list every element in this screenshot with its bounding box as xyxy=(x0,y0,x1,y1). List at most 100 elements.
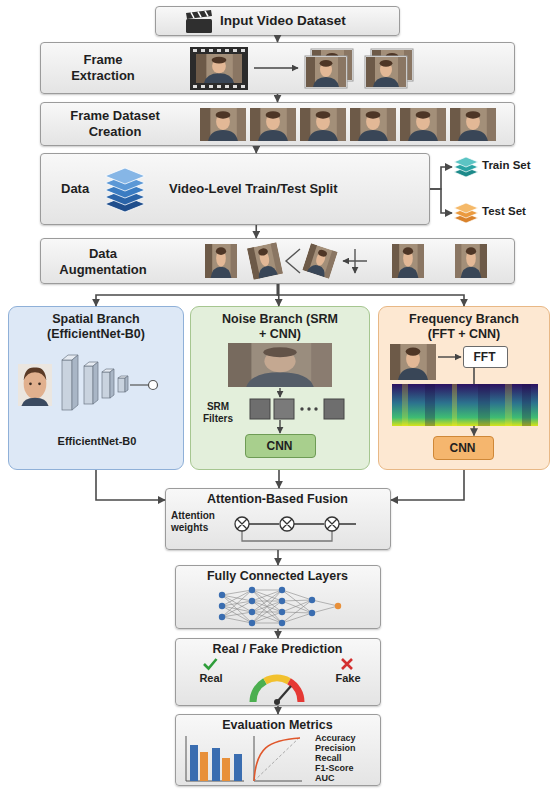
frequency-illustration xyxy=(505,384,512,426)
neural-network-illustration xyxy=(249,587,255,593)
flow-arrow xyxy=(277,36,279,42)
flow-arrow xyxy=(96,284,278,306)
input-box: Input Video Dataset xyxy=(155,6,400,36)
attention-multipliers xyxy=(280,517,294,531)
neural-network-illustration xyxy=(249,620,255,626)
text-slot: Video-Level Train/Test Split xyxy=(169,181,419,197)
text-slot: Data Augmentation xyxy=(53,246,153,277)
augmentation-images xyxy=(392,244,424,278)
node-sublabel: Precision xyxy=(315,743,377,754)
flow-arrow xyxy=(430,189,452,213)
flow-arrow xyxy=(430,167,452,189)
data-stack-icon xyxy=(105,182,145,198)
text-slot: Attention-Based Fusion xyxy=(166,492,389,507)
flow-arrow xyxy=(473,368,475,436)
efficientnet-illustration xyxy=(149,381,158,390)
node-sublabel: Fake xyxy=(326,672,370,685)
text-slot: Frame Dataset Creation xyxy=(47,108,183,139)
flow-arrow xyxy=(278,470,280,488)
branch-panel: Spatial Branch (EfficientNet-B0)Efficien… xyxy=(8,306,184,470)
flow-arrow xyxy=(391,470,464,500)
noise-illustration xyxy=(314,407,317,410)
metrics-charts xyxy=(234,754,242,781)
node-label: Train Set xyxy=(482,159,550,173)
layer-box: FFT xyxy=(463,346,508,368)
node-label: Frame Extraction xyxy=(53,52,153,83)
prediction-gauge xyxy=(204,659,352,705)
augmentation-images xyxy=(302,243,337,278)
node-label: FFT xyxy=(464,350,506,364)
split-box: Data Video-Level Train/Test Split xyxy=(40,153,430,225)
noise-illustration xyxy=(250,399,270,419)
frame-thumbnails xyxy=(450,108,496,141)
text-slot: Frequency Branch (FFT + CNN) xyxy=(394,312,534,342)
text-slot: Attention weights xyxy=(171,510,225,534)
frequency-illustration xyxy=(522,384,531,426)
node-sublabel: Real xyxy=(189,672,233,685)
efficientnet-illustration xyxy=(125,376,128,392)
neural-network-illustration xyxy=(222,590,338,623)
metrics-charts xyxy=(186,736,302,781)
process-box: Frame Extraction xyxy=(40,42,515,94)
attention-multipliers xyxy=(249,523,356,524)
attention-multipliers xyxy=(325,517,339,531)
node-label: Spatial Branch (EfficientNet-B0) xyxy=(26,312,166,342)
neural-network-illustration xyxy=(335,603,341,609)
neural-network-illustration xyxy=(309,597,315,603)
film-strip xyxy=(193,49,245,88)
flow-arrow xyxy=(255,225,257,238)
node-sublabel: SRM Filters xyxy=(192,401,244,425)
metrics-charts xyxy=(212,748,220,781)
frame-stack xyxy=(312,50,352,80)
frame-stack xyxy=(311,49,353,81)
connector-group xyxy=(96,36,474,714)
node-sublabel: Attention weights xyxy=(171,510,225,534)
text-slot: CNN xyxy=(246,439,314,453)
metrics-charts xyxy=(254,737,300,781)
augmentation-images xyxy=(247,242,283,280)
augmentation-images xyxy=(455,244,487,278)
node-sublabel: F1-Score xyxy=(315,763,377,774)
process-box: Data Augmentation xyxy=(40,238,515,284)
text-slot: Data xyxy=(61,181,101,197)
node-label: Evaluation Metrics xyxy=(176,718,379,733)
frequency-illustration xyxy=(392,384,538,426)
text-slot: Test Set xyxy=(482,205,550,219)
flow-arrow xyxy=(96,470,165,500)
node-label: Real / Fake Prediction xyxy=(176,642,379,657)
frequency-illustration xyxy=(452,384,457,426)
frequency-illustration xyxy=(402,384,408,426)
efficientnet-illustration xyxy=(84,366,93,404)
branch-panel: Frequency Branch (FFT + CNN)FFTCNN xyxy=(378,306,550,470)
data-stack-icon xyxy=(105,189,145,205)
text-slot: Evaluation Metrics xyxy=(176,718,379,733)
frequency-illustration xyxy=(390,344,538,426)
clapper-icon xyxy=(191,11,208,18)
frame-stack xyxy=(305,56,347,88)
noise-illustration xyxy=(228,343,344,433)
process-box: Fully Connected Layers xyxy=(175,565,381,629)
efficientnet-illustration xyxy=(102,369,114,372)
node-label: Attention-Based Fusion xyxy=(166,492,389,507)
efficientnet-illustration xyxy=(93,362,98,404)
test-stack-icon xyxy=(454,213,478,223)
text-slot: Frame Extraction xyxy=(53,52,153,83)
neural-network-illustration xyxy=(249,598,255,604)
frame-stack xyxy=(372,50,412,80)
attention-multipliers xyxy=(235,517,356,541)
noise-illustration xyxy=(307,407,310,410)
prediction-gauge xyxy=(253,681,265,702)
flow-arrow xyxy=(277,550,279,565)
frame-thumbnails xyxy=(250,108,296,141)
attention-multipliers xyxy=(242,531,332,541)
metrics-box: Evaluation MetricsAccuracyPrecisionRecal… xyxy=(175,714,381,786)
text-slot: Fully Connected Layers xyxy=(176,569,379,584)
metrics-charts xyxy=(186,736,244,781)
text-slot: F1-Score xyxy=(315,763,377,774)
augmentation-images xyxy=(286,249,300,273)
neural-network-illustration xyxy=(219,587,341,626)
efficientnet-illustration xyxy=(110,369,114,398)
efficientnet-illustration xyxy=(118,378,125,392)
node-label: Noise Branch (SRM + CNN) xyxy=(220,312,340,342)
prediction-gauge xyxy=(274,699,280,705)
